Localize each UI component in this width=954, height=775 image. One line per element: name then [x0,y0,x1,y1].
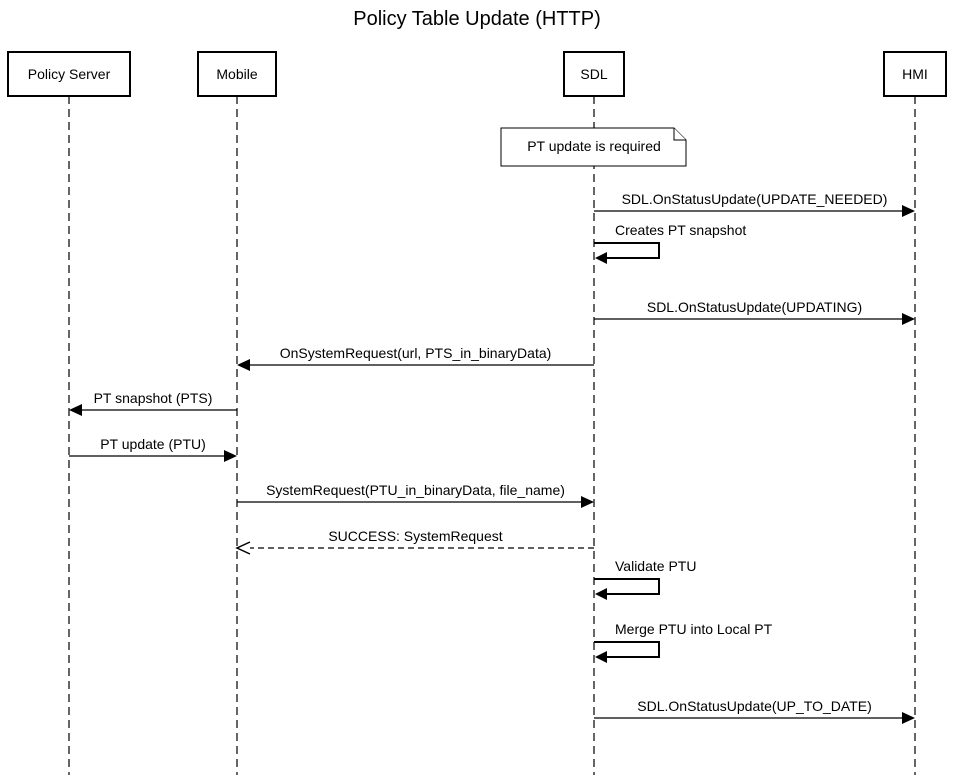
message-7: SystemRequest(PTU_in_binaryData, file_na… [237,482,594,508]
actor-sdl: SDL [563,51,625,97]
arrow-head [69,404,82,416]
actor-label: Mobile [216,66,257,82]
message-label: Creates PT snapshot [615,222,746,238]
arrow-head [902,313,915,325]
actor-box [197,51,277,97]
actor-box [883,51,947,97]
diagram-title: Policy Table Update (HTTP) [353,8,601,30]
self-message-line [594,578,660,595]
arrow-head [595,588,607,600]
actor-label: SDL [580,66,607,82]
actor-box [7,51,131,97]
message-label: SDL.OnStatusUpdate(UPDATE_NEEDED) [622,191,888,207]
note-pt-update-required: PT update is required [500,127,687,167]
message-label: SystemRequest(PTU_in_binaryData, file_na… [266,482,565,498]
message-5: PT snapshot (PTS) [69,390,237,416]
self-message-line [594,242,660,259]
message-label: Validate PTU [615,558,696,574]
arrow-head [235,541,251,555]
arrow-head [902,712,915,724]
message-label: OnSystemRequest(url, PTS_in_binaryData) [280,345,552,361]
actor-box [563,51,625,97]
message-label: SDL.OnStatusUpdate(UPDATING) [647,299,862,315]
arrow-head [581,496,594,508]
note-body [500,127,687,167]
message-1: SDL.OnStatusUpdate(UPDATE_NEEDED) [594,191,915,217]
actor-label: HMI [902,66,928,82]
message-6: PT update (PTU) [69,436,237,462]
arrow-head [237,359,250,371]
actor-label: Policy Server [28,66,111,82]
message-3: SDL.OnStatusUpdate(UPDATING) [594,299,915,325]
arrow-head [902,205,915,217]
note-fold [673,128,686,141]
message-label: PT update (PTU) [100,436,206,452]
arrow-head [595,651,607,663]
self-message-line [594,641,660,658]
message-label: PT snapshot (PTS) [94,390,213,406]
message-label: SUCCESS: SystemRequest [328,528,502,544]
arrow-head [224,450,237,462]
note-text: PT update is required [527,138,661,154]
actor-mobile: Mobile [197,51,277,97]
message-label: SDL.OnStatusUpdate(UP_TO_DATE) [637,698,871,714]
message-10: Merge PTU into Local PT [594,621,773,663]
actor-policy-server: Policy Server [7,51,131,97]
message-9: Validate PTU [594,558,696,600]
message-label: Merge PTU into Local PT [615,621,773,637]
message-4: OnSystemRequest(url, PTS_in_binaryData) [237,345,594,371]
message-11: SDL.OnStatusUpdate(UP_TO_DATE) [594,698,915,724]
message-8: SUCCESS: SystemRequest [235,528,594,555]
arrow-head [595,252,607,264]
message-2: Creates PT snapshot [594,222,746,264]
actor-hmi: HMI [883,51,947,97]
